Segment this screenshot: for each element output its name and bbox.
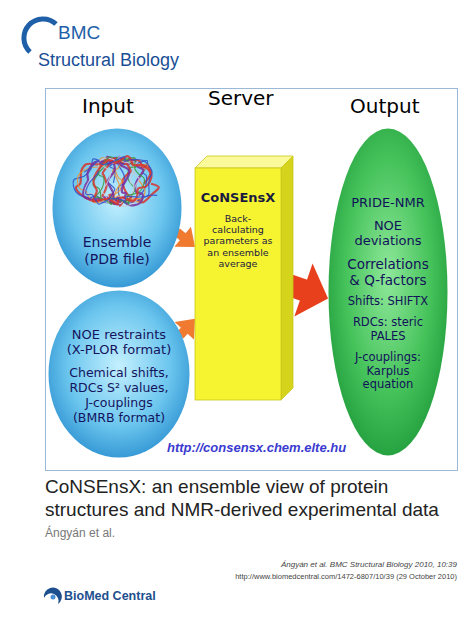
node-text: Back-calculating parameters as an ensemb… bbox=[201, 213, 275, 270]
protein-ribbon bbox=[84, 157, 152, 205]
column-heading: Output bbox=[350, 94, 419, 118]
node-content: PRIDE-NMR NOE deviationsCorrelations & Q-… bbox=[341, 195, 435, 392]
node-heading: NOE restraints (X-PLOR format) bbox=[65, 327, 173, 358]
node-heading: PRIDE-NMR bbox=[351, 195, 425, 211]
input-ellipse: NOE restraints (X-PLOR format) Chemical s… bbox=[48, 290, 190, 458]
box-top-face bbox=[195, 156, 293, 168]
arrow-head bbox=[294, 264, 328, 317]
paper-title: CoNSEnsX: an ensemble view of protein st… bbox=[45, 476, 460, 522]
output-ellipse-outline bbox=[328, 128, 448, 456]
output-ellipse: PRIDE-NMR NOE deviationsCorrelations & Q-… bbox=[328, 128, 448, 456]
column-heading: Input bbox=[82, 94, 134, 118]
node-text: J-couplings: Karplus equation bbox=[341, 351, 435, 392]
node-heading: Ensemble (PDB file) bbox=[65, 234, 169, 268]
node-text: NOE deviations bbox=[341, 218, 435, 249]
journal-logo-arc bbox=[24, 19, 56, 52]
node-content: CoNSEnsX Back-calculating parameters as a… bbox=[201, 190, 275, 270]
ellipse-fill bbox=[49, 291, 190, 458]
box-front-face bbox=[195, 168, 281, 400]
input-ellipse: Ensemble (PDB file) bbox=[52, 128, 182, 288]
node-text: Shifts: SHIFTX bbox=[348, 295, 428, 309]
publisher-name: BioMed Central bbox=[64, 589, 156, 603]
node-text: Correlations & Q-factors bbox=[341, 256, 435, 288]
column-heading: Server bbox=[208, 86, 274, 110]
citation: Ángyán et al. BMC Structural Biology 201… bbox=[281, 560, 457, 569]
journal-name: Structural Biology bbox=[38, 50, 179, 71]
node-heading: CoNSEnsX bbox=[201, 190, 276, 206]
authors: Ángyán et al. bbox=[45, 526, 115, 540]
ellipse-fill bbox=[53, 129, 182, 288]
protein-ribbons bbox=[73, 156, 159, 206]
box-side-face bbox=[281, 156, 293, 400]
node-text: Chemical shifts, RDCs S² values, J-coupl… bbox=[65, 365, 173, 425]
node-content: NOE restraints (X-PLOR format) Chemical s… bbox=[65, 327, 173, 425]
server-url: http://consensx.chem.elte.hu bbox=[165, 440, 348, 455]
node-content: Ensemble (PDB file) bbox=[65, 234, 169, 268]
citation-url: http://www.biomedcentral.com/1472-6807/1… bbox=[235, 572, 457, 581]
node-text: RDCs: steric PALES bbox=[341, 316, 435, 344]
server-box: CoNSEnsX Back-calculating parameters as a… bbox=[195, 168, 281, 400]
ellipse-fill bbox=[329, 129, 448, 456]
publisher-logo bbox=[44, 588, 62, 604]
journal-name: BMC bbox=[58, 22, 100, 44]
diagram-panel bbox=[46, 89, 458, 471]
